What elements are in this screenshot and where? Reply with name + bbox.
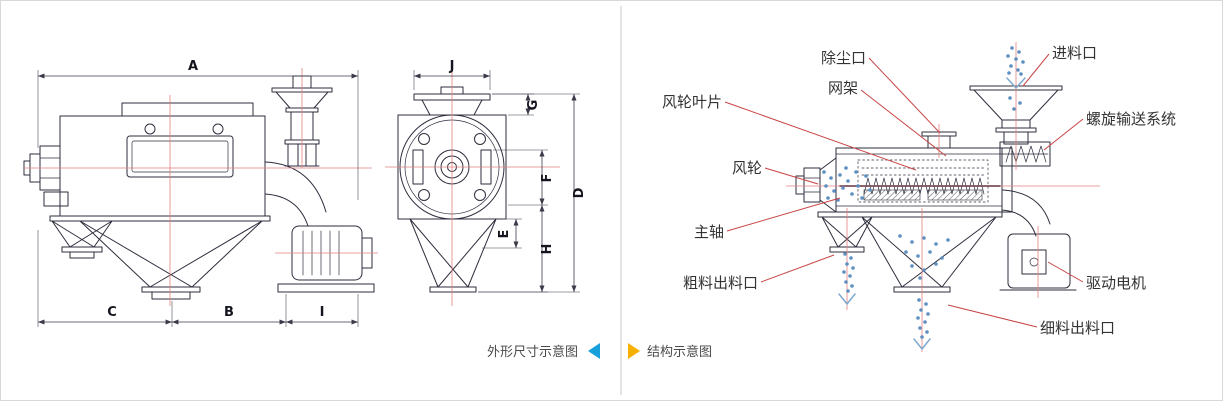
caption-structure-drawing: 结构示意图 <box>647 344 712 360</box>
front-view-centerlines <box>385 62 560 306</box>
label-feed-inlet: 进料口 <box>1052 44 1097 62</box>
label-impeller-blades: 风轮叶片 <box>662 93 722 111</box>
chamber-dots <box>822 166 872 202</box>
structure-cylinder <box>835 147 1013 213</box>
label-coarse-outlet: 粗料出料口 <box>683 274 758 292</box>
label-drive-motor: 驱动电机 <box>1086 274 1146 292</box>
structure-impeller <box>795 157 837 213</box>
right-panel-structure-drawing: 除尘口 进料口 风轮叶片 网架 螺旋输送系统 风轮 主轴 粗料出料口 驱动电机 … <box>662 42 1176 352</box>
label-main-shaft: 主轴 <box>694 223 724 241</box>
mesh-frame-outline <box>857 159 989 203</box>
part-callouts: 除尘口 进料口 风轮叶片 网架 螺旋输送系统 风轮 主轴 粗料出料口 驱动电机 … <box>662 44 1176 337</box>
feed-flow-arrow-icon <box>1006 77 1026 89</box>
dim-label-g: G <box>526 100 541 111</box>
side-view-body <box>59 102 266 217</box>
label-mesh-frame: 网架 <box>828 79 858 97</box>
structure-centerlines <box>786 42 1100 352</box>
dim-label-j: J <box>449 59 455 74</box>
label-fine-outlet: 细料出料口 <box>1040 319 1115 337</box>
front-view-machine <box>385 62 560 306</box>
fine-stream-dots <box>916 298 930 339</box>
label-impeller: 风轮 <box>732 159 762 177</box>
dim-label-d: D <box>572 187 587 198</box>
front-view-cone <box>409 218 497 293</box>
label-dust-port: 除尘口 <box>821 49 866 67</box>
fine-cone-dots <box>898 234 950 280</box>
side-view-motor-bracket <box>264 161 375 293</box>
prev-arrow-icon[interactable] <box>588 343 600 359</box>
flow-streams <box>822 46 1026 350</box>
structure-screw-conveyor <box>999 141 1051 167</box>
dim-label-a: A <box>188 59 198 74</box>
dim-label-e: E <box>497 230 512 239</box>
structure-discharge-cones <box>817 211 1003 293</box>
dim-label-b: B <box>224 305 234 320</box>
coarse-stream-dots <box>842 252 855 293</box>
feed-stream-dots <box>1006 46 1025 111</box>
side-view-discharge-cones <box>49 215 271 300</box>
dim-label-c: C <box>107 305 117 320</box>
left-panel-dimension-drawing: A C B I J G F <box>23 59 587 327</box>
side-view-bearing-assembly <box>23 145 69 207</box>
dim-label-i: I <box>320 305 325 320</box>
side-view-centerlines <box>25 68 378 306</box>
caption-bar: 外形尺寸示意图 结构示意图 <box>487 343 712 360</box>
side-view-machine <box>23 68 378 306</box>
fine-flow-arrow-icon <box>913 338 931 350</box>
caption-dimension-drawing: 外形尺寸示意图 <box>487 344 578 360</box>
dimension-annotations: A C B I J G F <box>37 59 587 327</box>
next-arrow-icon[interactable] <box>628 343 640 359</box>
coarse-flow-arrow-icon <box>838 293 856 305</box>
dim-label-f: F <box>540 174 555 183</box>
label-screw-conveyor-system: 螺旋输送系统 <box>1086 110 1176 128</box>
screw-flights <box>863 177 985 195</box>
dim-label-h: H <box>540 244 555 255</box>
